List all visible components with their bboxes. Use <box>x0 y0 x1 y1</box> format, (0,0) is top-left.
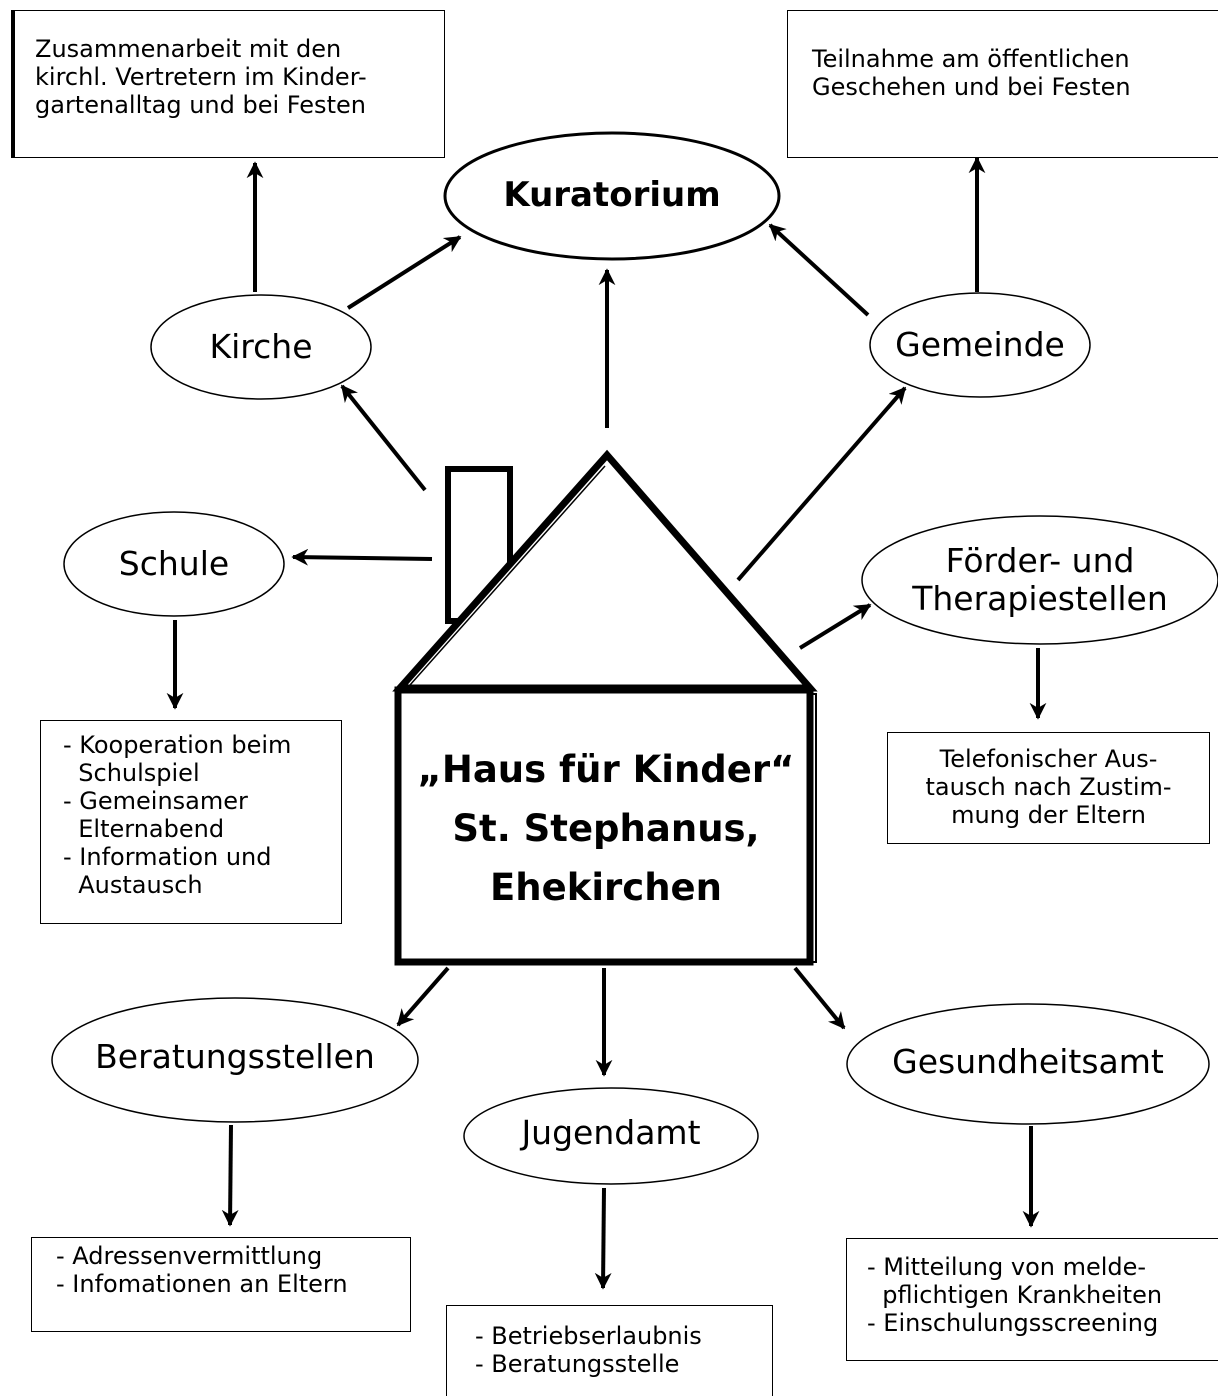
beratungsstellen-info-line-1: - Adressenvermittlung <box>56 1242 323 1270</box>
foerder-info-line-1: Telefonischer Aus- <box>939 745 1158 773</box>
schule-info-line-3: - Gemeinsamer <box>63 787 248 815</box>
schule-info-box: - Kooperation beim Schulspiel - Gemeinsa… <box>40 720 342 924</box>
gesundheitsamt-info-line-3: - Einschulungsscreening <box>867 1309 1159 1337</box>
schule-info-line-5: - Information und <box>63 843 272 871</box>
gemeinde-info-line-1: Teilnahme am öffentlichen <box>812 45 1130 73</box>
gesundheitsamt-info-box: - Mitteilung von melde- pflichtigen Kran… <box>846 1238 1218 1361</box>
house-title-line-3: Ehekirchen <box>490 866 722 909</box>
arrow-beratungsstellen-to-box <box>221 1124 239 1227</box>
schule-info-line-4: Elternabend <box>63 815 225 843</box>
kuratorium-node <box>443 131 781 261</box>
house-title-line-1: „Haus für Kinder“ <box>417 748 795 791</box>
beratungsstellen-info-line-2: - Infomationen an Eltern <box>56 1270 348 1298</box>
beratungsstellen-info-box: - Adressenvermittlung - Infomationen an … <box>31 1237 411 1332</box>
arrow-house-to-beratungsstellen <box>396 966 450 1027</box>
schule-info-line-6: Austausch <box>63 871 203 899</box>
jugendamt-info-line-2: - Beratungsstelle <box>475 1350 680 1378</box>
foerder-info-box: Telefonischer Aus- tausch nach Zustim- m… <box>887 732 1210 844</box>
house-body <box>394 686 814 966</box>
arrow-house-to-kirche <box>340 384 427 492</box>
gesundheitsamt-info-line-1: - Mitteilung von melde- <box>867 1253 1147 1281</box>
house-title-line-2: St. Stephanus, <box>452 807 760 850</box>
house-title: „Haus für Kinder“ St. Stephanus, Ehekirc… <box>400 740 812 917</box>
arrow-gemeinde-to-kuratorium <box>768 223 870 317</box>
kirche-node <box>150 294 372 400</box>
schule-info-line-1: - Kooperation beim <box>63 731 292 759</box>
kirche-info-line-3: gartenalltag und bei Festen <box>35 91 366 119</box>
jugendamt-node <box>463 1087 759 1185</box>
arrow-house-to-schule <box>291 548 433 566</box>
arrow-house-to-gesundheitsamt <box>793 966 846 1030</box>
foerder-node <box>861 515 1218 645</box>
schule-info-line-2: Schulspiel <box>63 759 200 787</box>
arrow-house-to-gemeinde <box>736 386 907 582</box>
foerder-info-line-2: tausch nach Zustim- <box>925 773 1172 801</box>
gemeinde-info-box: Teilnahme am öffentlichen Geschehen und … <box>787 10 1218 158</box>
beratungsstellen-node <box>51 997 419 1123</box>
gesundheitsamt-info-line-2: pflichtigen Krankheiten <box>867 1281 1163 1309</box>
kirche-info-line-1: Zusammenarbeit mit den <box>35 35 342 63</box>
arrow-house-to-foerder <box>798 603 872 650</box>
kirche-info-box: Zusammenarbeit mit den kirchl. Vertreter… <box>11 10 445 158</box>
gesundheitsamt-node <box>846 1003 1210 1125</box>
gemeinde-info-line-2: Geschehen und bei Festen <box>812 73 1131 101</box>
schule-node <box>63 511 285 617</box>
foerder-info-line-3: mung der Eltern <box>951 801 1146 829</box>
arrow-kirche-to-kuratorium <box>346 235 462 310</box>
arrow-jugendamt-to-box <box>594 1187 612 1290</box>
kirche-info-line-2: kirchl. Vertretern im Kinder- <box>35 63 367 91</box>
gemeinde-node <box>869 292 1091 398</box>
house-shape <box>392 449 818 966</box>
jugendamt-info-box: - Betriebserlaubnis - Beratungsstelle <box>446 1305 773 1396</box>
jugendamt-info-line-1: - Betriebserlaubnis <box>475 1322 702 1350</box>
